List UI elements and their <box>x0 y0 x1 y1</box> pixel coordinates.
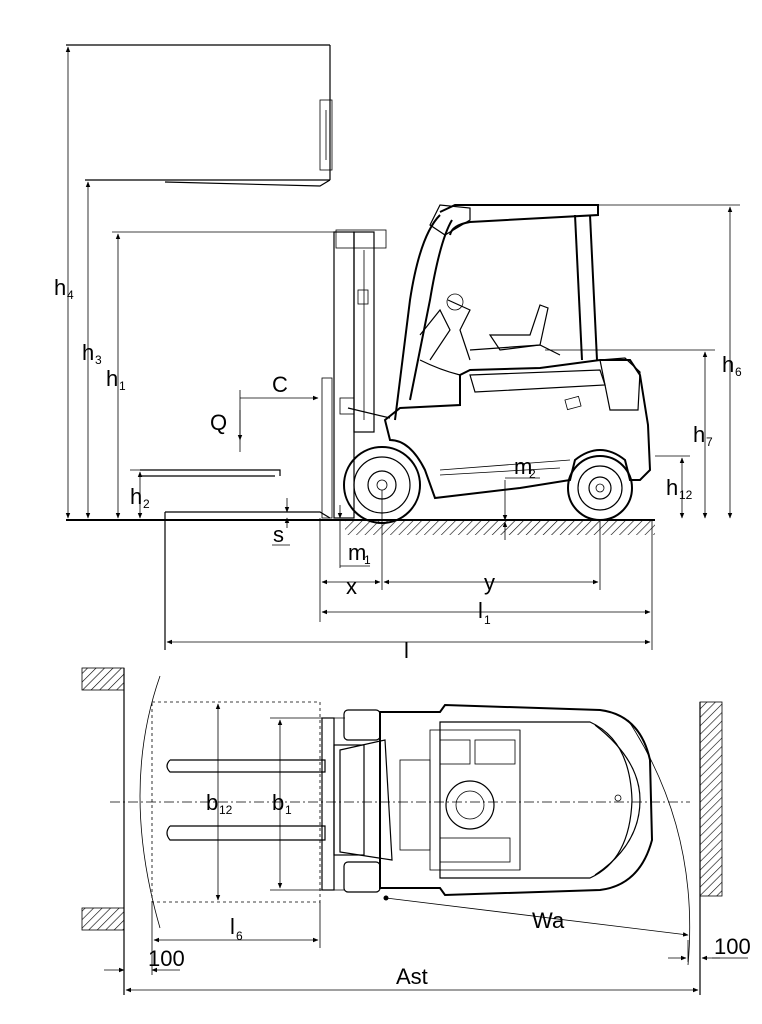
label-h6-sub: 6 <box>735 365 742 379</box>
dim-ast: Ast <box>125 964 699 993</box>
label-y: y <box>484 570 495 595</box>
dim-h7: h 7 <box>545 349 715 519</box>
truck-top <box>379 703 654 897</box>
label-l6-main: l <box>230 914 235 939</box>
dim-b1: b 1 <box>270 717 345 891</box>
label-clearance-left: 100 <box>148 946 185 971</box>
label-h7-sub: 7 <box>706 435 713 449</box>
dim-h12: h 12 <box>655 455 693 519</box>
label-m1-main: m <box>348 540 366 565</box>
label-h12-main: h <box>666 475 678 500</box>
dim-clearance-right: 100 <box>668 934 751 962</box>
overhead-guard <box>394 204 599 421</box>
front-wheels-top <box>343 709 381 893</box>
dim-m2: m 2 <box>502 454 540 540</box>
dim-s: s <box>272 498 290 547</box>
rear-wheel <box>567 455 633 521</box>
label-h1-main: h <box>106 366 118 391</box>
seat-steering <box>419 293 561 361</box>
forks-top <box>166 759 326 841</box>
lowered-forks <box>140 377 333 650</box>
label-wa: Wa <box>532 908 565 933</box>
label-x: x <box>346 574 357 599</box>
dim-clearance-left: 100 <box>104 946 185 975</box>
carriage-top <box>321 717 393 891</box>
wall-right <box>699 701 723 897</box>
label-h2-sub: 2 <box>143 497 150 511</box>
turning-arc-left <box>139 675 161 929</box>
label-m2-main: m <box>514 454 532 479</box>
dim-l1: l 1 <box>321 598 651 627</box>
label-clearance-right: 100 <box>714 934 751 959</box>
label-b1-sub: 1 <box>285 803 292 817</box>
wall-left-top <box>81 667 125 691</box>
label-h4-sub: 4 <box>67 288 74 302</box>
label-b12-main: b <box>206 790 218 815</box>
dim-wa: Wa <box>383 895 689 937</box>
label-h7-main: h <box>693 422 705 447</box>
label-b1-main: b <box>272 790 284 815</box>
label-c: C <box>272 372 288 397</box>
label-h4-main: h <box>54 275 66 300</box>
label-l1-sub: 1 <box>484 613 491 627</box>
wall-left-bottom <box>81 907 125 931</box>
load-center: C Q <box>210 372 319 452</box>
dim-h1: h 1 <box>106 231 340 519</box>
label-h6-main: h <box>722 352 734 377</box>
label-h1-sub: 1 <box>119 379 126 393</box>
label-m1-sub: 1 <box>364 553 371 567</box>
label-h3-sub: 3 <box>95 353 102 367</box>
label-l: l <box>404 638 409 663</box>
dim-h6: h 6 <box>598 204 742 519</box>
dim-h4: h 4 <box>54 46 74 519</box>
dim-h3: h 3 <box>82 181 102 519</box>
label-h3-main: h <box>82 340 94 365</box>
label-b12-sub: 12 <box>219 803 233 817</box>
label-s: s <box>273 522 284 547</box>
label-h12-sub: 12 <box>679 488 693 502</box>
dim-h2: h 2 <box>130 469 280 519</box>
dim-x-y: x y <box>319 490 653 650</box>
dim-l6: l 6 <box>151 902 321 948</box>
turning-arc-right <box>627 719 691 966</box>
floor-hatch <box>345 521 655 535</box>
label-ast: Ast <box>396 964 428 989</box>
dim-m1: m 1 <box>337 505 371 568</box>
label-m2-sub: 2 <box>529 467 536 481</box>
raised-fork-outline <box>66 44 333 187</box>
label-h2-main: h <box>130 484 142 509</box>
dim-l: l <box>166 638 651 663</box>
label-q: Q <box>210 410 227 435</box>
mast <box>333 229 391 519</box>
side-view: h 4 h 3 h 1 h 2 <box>54 44 742 663</box>
label-l1-main: l <box>478 598 483 623</box>
truck-body <box>383 357 652 500</box>
label-l6-sub: 6 <box>236 929 243 943</box>
top-view: b 12 b 1 <box>81 667 751 995</box>
dim-b12: b 12 <box>206 703 233 901</box>
